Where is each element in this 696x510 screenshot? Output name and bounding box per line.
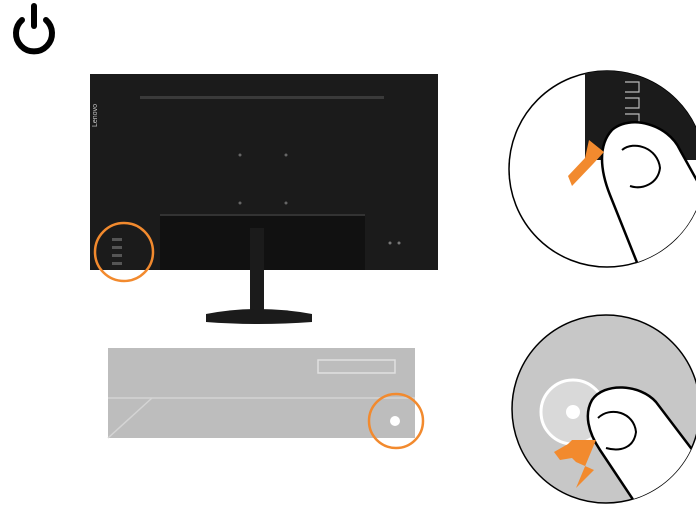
monitor-buttons xyxy=(112,238,122,265)
power-icon xyxy=(13,3,55,55)
monitor-button-zoom xyxy=(508,70,696,268)
computer-case xyxy=(107,348,415,439)
monitor-button-highlight xyxy=(93,221,155,283)
arrow-icon xyxy=(554,440,596,488)
arrow-icon xyxy=(568,140,604,186)
pc-power-zoom xyxy=(511,314,696,504)
monitor-brand-label: Lenovo xyxy=(92,104,99,128)
pc-power-highlight xyxy=(367,392,425,450)
monitor-stand xyxy=(206,228,312,324)
